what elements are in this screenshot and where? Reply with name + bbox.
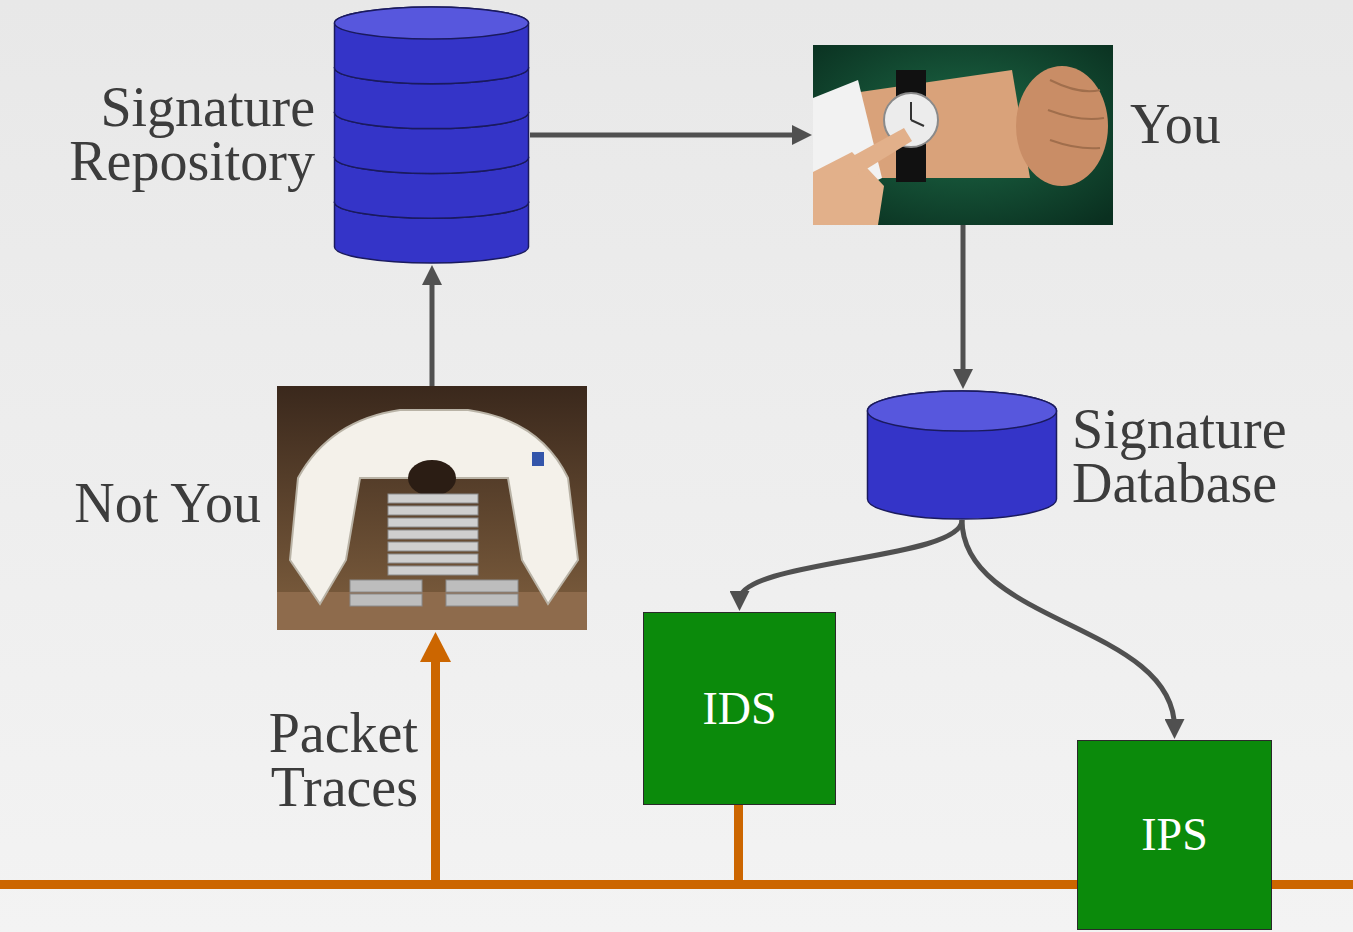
sensor-box: IPS (1077, 740, 1272, 930)
node-heading: You (1130, 97, 1330, 151)
cylinder-top (335, 7, 529, 39)
flow-arrow (740, 520, 963, 600)
database-cylinder: Signature Database (866, 390, 1058, 520)
flow-arrow (430, 276, 435, 386)
support-block (350, 580, 422, 592)
fist (1016, 66, 1108, 186)
tap-line (431, 650, 440, 882)
brick (388, 530, 478, 539)
repository-stack: Signature Repository (333, 6, 530, 264)
box-label: IPS (1141, 810, 1207, 860)
cylinder-body (868, 391, 1057, 519)
brick (388, 518, 478, 527)
head (408, 460, 456, 496)
stacked-cylinder (333, 6, 530, 264)
martial-artist (290, 410, 578, 604)
flow-arrow (962, 520, 1175, 728)
knuckle-lines (1048, 80, 1104, 148)
brick (388, 554, 478, 563)
photo-frame: Not You (277, 386, 587, 630)
photo-background (277, 386, 587, 630)
cylinder-shape (866, 390, 1058, 520)
node-heading: Not You (21, 476, 261, 530)
brick (388, 506, 478, 515)
cylinder-body (335, 7, 529, 84)
box-label: IDS (702, 684, 776, 734)
tap-line (734, 800, 743, 882)
brick-stack (388, 494, 478, 575)
support-block (350, 594, 422, 606)
support-block (446, 594, 518, 606)
flow-arrow (530, 133, 801, 138)
photo-background (813, 45, 1113, 225)
support-block (446, 580, 518, 592)
photo-frame: You (813, 45, 1113, 225)
badge (532, 452, 544, 466)
cylinder-top (868, 391, 1057, 431)
brick (388, 566, 478, 575)
brick (388, 542, 478, 551)
flow-arrow (961, 225, 966, 378)
node-heading: Signature Repository (15, 80, 315, 188)
forearm (860, 70, 1030, 178)
watch-hands (911, 102, 924, 126)
sensor-box: IDS (643, 612, 836, 805)
cylinder-segment (868, 391, 1057, 519)
brick (388, 494, 478, 503)
node-heading: Signature Database (1072, 402, 1342, 510)
cylinder-segment (335, 7, 529, 84)
flow-label: Packet Traces (208, 706, 418, 814)
tap-arrowhead (420, 632, 451, 662)
pointing-finger (842, 128, 912, 178)
